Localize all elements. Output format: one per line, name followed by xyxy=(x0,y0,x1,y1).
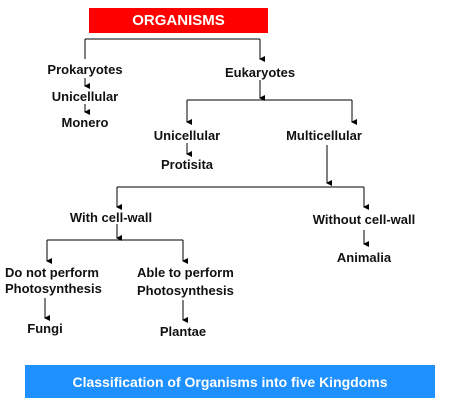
caption-banner: Classification of Organisms into five Ki… xyxy=(25,365,435,398)
organisms-title: ORGANISMS xyxy=(89,8,268,33)
node-eukaryotes: Eukaryotes xyxy=(224,65,296,80)
node-no-photosynthesis-line2: Photosynthesis xyxy=(5,281,102,296)
node-prokaryote-unicellular: Unicellular xyxy=(51,89,119,104)
node-fungi: Fungi xyxy=(27,321,63,336)
node-plantae: Plantae xyxy=(159,324,207,339)
node-protisita: Protisita xyxy=(160,157,214,172)
node-animalia: Animalia xyxy=(336,250,392,265)
node-eukaryote-unicellular: Unicellular xyxy=(153,128,221,143)
node-without-cell-wall: Without cell-wall xyxy=(312,212,416,227)
node-multicellular: Multicellular xyxy=(286,128,362,143)
node-prokaryotes: Prokaryotes xyxy=(47,62,123,77)
node-monero: Monero xyxy=(61,115,109,130)
node-no-photosynthesis-line1: Do not perform xyxy=(5,265,99,280)
node-with-cell-wall: With cell-wall xyxy=(69,210,153,225)
node-photosynthesis-line1: Able to perform xyxy=(137,265,234,280)
node-photosynthesis-line2: Photosynthesis xyxy=(137,283,234,298)
